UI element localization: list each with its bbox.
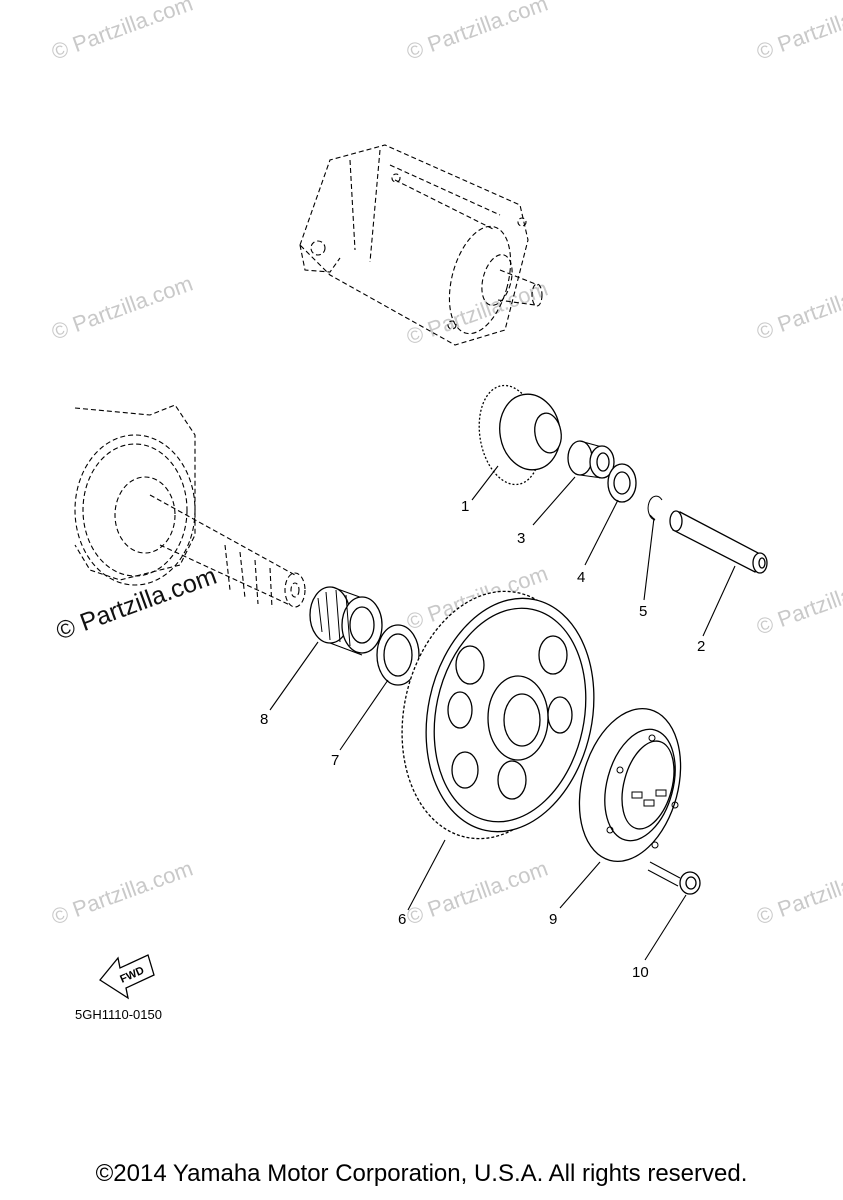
leader-line-1 xyxy=(471,465,499,501)
clutch-bolt xyxy=(647,861,701,895)
callout-3: 3 xyxy=(517,530,525,547)
small-needle-bearing xyxy=(567,440,615,479)
leader-line-3 xyxy=(532,476,576,526)
leader-line-10 xyxy=(644,894,687,961)
leader-line-9 xyxy=(559,861,601,909)
callout-4: 4 xyxy=(577,569,585,586)
callout-6: 6 xyxy=(398,911,406,928)
leader-line-6 xyxy=(407,839,446,911)
leader-line-5 xyxy=(643,517,655,601)
idler-gear xyxy=(478,384,562,486)
callout-7: 7 xyxy=(331,752,339,769)
idler-shaft xyxy=(669,510,768,574)
watermark: © Partzilla.com xyxy=(403,856,551,930)
watermark-prominent: © Partzilla.com xyxy=(52,562,220,646)
washer-small xyxy=(607,463,637,503)
drawing-code: 5GH1110-0150 xyxy=(75,1007,162,1022)
forward-arrow-icon: FWD xyxy=(99,954,155,1000)
callout-1: 1 xyxy=(461,498,469,515)
callout-9: 9 xyxy=(549,911,557,928)
watermark: © Partzilla.com xyxy=(753,566,843,640)
callout-5: 5 xyxy=(639,603,647,620)
watermark: © Partzilla.com xyxy=(48,856,196,930)
callout-10: 10 xyxy=(632,964,649,981)
watermark: © Partzilla.com xyxy=(48,0,196,65)
watermark: © Partzilla.com xyxy=(753,0,843,65)
callout-8: 8 xyxy=(260,711,268,728)
watermark: © Partzilla.com xyxy=(48,271,196,345)
watermark: © Partzilla.com xyxy=(753,271,843,345)
one-way-clutch xyxy=(578,707,682,863)
copyright-notice: ©2014 Yamaha Motor Corporation, U.S.A. A… xyxy=(95,1160,748,1187)
leader-lines xyxy=(269,465,736,961)
large-needle-bearing xyxy=(309,586,383,656)
leader-line-4 xyxy=(584,499,619,566)
leader-line-7 xyxy=(339,679,389,751)
thrust-washer xyxy=(376,624,420,686)
watermark: © Partzilla.com xyxy=(753,856,843,930)
crankshaft-drawing xyxy=(74,404,306,609)
watermark: © Partzilla.com xyxy=(403,0,551,65)
starter-wheel-gear xyxy=(401,590,595,840)
leader-line-8 xyxy=(269,641,319,711)
callout-2: 2 xyxy=(697,638,705,655)
leader-line-2 xyxy=(702,565,736,637)
starter-motor-drawing xyxy=(299,144,543,346)
callout-labels: 1 2 3 4 5 6 7 8 9 10 xyxy=(260,498,705,981)
circlip xyxy=(647,495,663,521)
